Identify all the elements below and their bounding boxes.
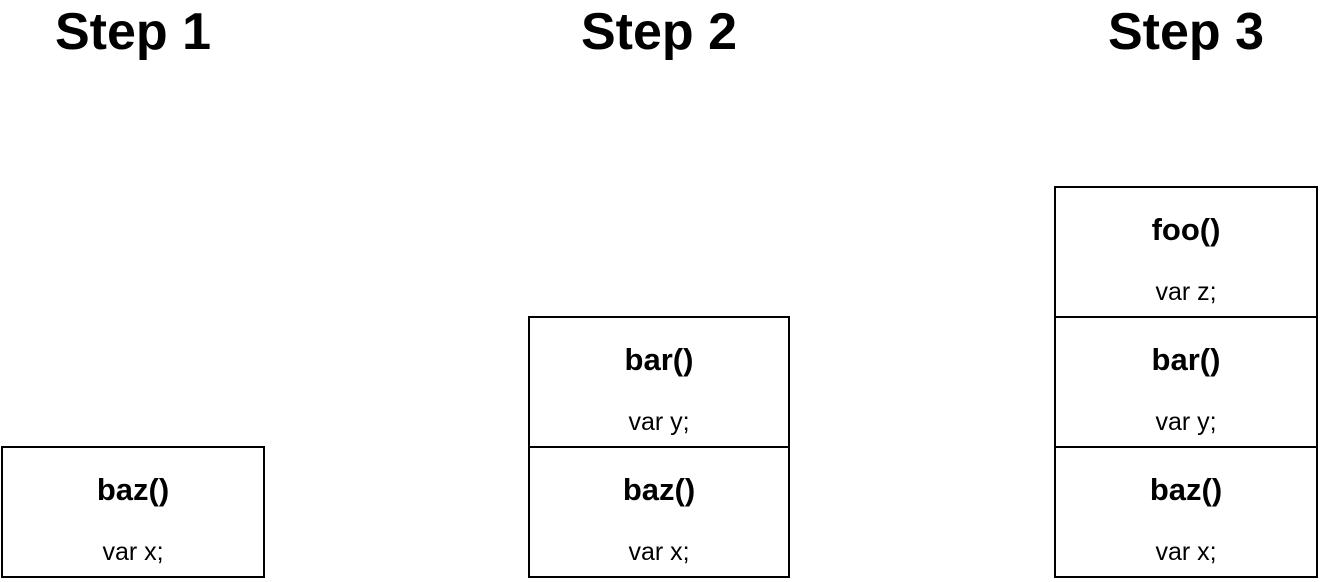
step-3-call-stack: foo() var z; bar() var y; baz() var x; [1054, 186, 1318, 578]
step-column-2: Step 2 bar() var y; baz() var x; [528, 0, 790, 578]
step-1-heading: Step 1 [54, 3, 212, 61]
stack-frame-baz: baz() var x; [1, 446, 265, 578]
step-column-3: Step 3 foo() var z; bar() var y; baz() v… [1054, 0, 1318, 578]
stack-frame-baz: baz() var x; [1054, 446, 1318, 578]
step-2-call-stack: bar() var y; baz() var x; [528, 316, 790, 578]
local-variable: var z; [1155, 278, 1217, 306]
stack-frame-bar: bar() var y; [1054, 316, 1318, 448]
local-variable: var y; [628, 408, 690, 436]
function-name: baz() [96, 472, 170, 507]
step-3-heading: Step 3 [1107, 3, 1265, 61]
function-name: baz() [1149, 472, 1223, 507]
function-name: foo() [1151, 212, 1221, 247]
function-name: baz() [622, 472, 696, 507]
stack-frame-baz: baz() var x; [528, 446, 790, 578]
local-variable: var y; [1155, 408, 1217, 436]
step-1-call-stack: baz() var x; [1, 446, 265, 578]
step-column-1: Step 1 baz() var x; [1, 0, 265, 578]
function-name: bar() [624, 342, 694, 377]
function-name: bar() [1151, 342, 1221, 377]
step-2-heading: Step 2 [580, 3, 738, 61]
local-variable: var x; [628, 538, 690, 566]
local-variable: var x; [102, 538, 164, 566]
stack-frame-bar: bar() var y; [528, 316, 790, 448]
stack-frame-foo: foo() var z; [1054, 186, 1318, 318]
local-variable: var x; [1155, 538, 1217, 566]
